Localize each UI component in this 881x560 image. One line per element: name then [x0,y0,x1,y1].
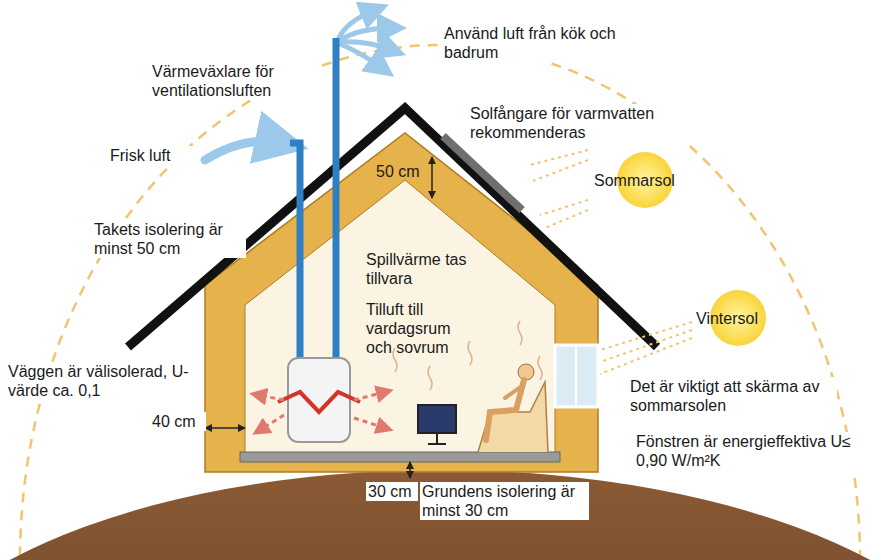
wall-dimension [205,427,245,429]
tv [418,405,456,444]
callout-text: Använd luft från kök och badrum [442,24,624,62]
callout-text: Solfångare för varmvatten rekommenderas [468,104,687,142]
solar-collector [443,136,522,210]
fresh-air-arrow [205,141,282,160]
sun-label: Vintersol [696,309,786,328]
dimension-label: 30 cm [366,482,418,501]
callout-text: Frisk luft [108,146,194,165]
callout-text: Spillvärme tas tillvara [366,250,480,288]
sun-rays [530,150,692,374]
callout-text: Takets isolering är minst 50 cm [92,220,246,258]
roof-dimension [431,157,433,198]
heat-flow [278,392,360,412]
callout-text: Det är viktigt att skärma av sommarsolen [628,377,837,415]
sun-path [20,45,860,560]
person-in-chair [478,364,548,452]
callout-text: Väggen är välisolerad, U-värde ca. 0,1 [6,362,196,400]
air-flow-arrows [258,392,385,430]
interior [245,180,555,455]
sun-label: Sommarsol [594,171,689,190]
callout-text: Grundens isolering är minst 30 cm [420,482,589,520]
floor-slab [240,452,560,462]
dimension-label: 40 cm [150,412,206,431]
foundation-dimension [409,462,411,478]
callout-text: Fönstren är energieffektiva U≤ 0,90 W/m²… [634,432,863,470]
exhaust-arrows [338,10,392,68]
ground [0,470,881,560]
heat-exchanger [288,358,350,442]
callout-text: Värmeväxlare för ventilationsluften [150,62,319,100]
dimension-label: 50 cm [376,162,424,181]
window [555,345,598,407]
insulation-shell [205,133,598,472]
callout-text: Tilluft till vardagsrum och sovrum [366,300,478,358]
